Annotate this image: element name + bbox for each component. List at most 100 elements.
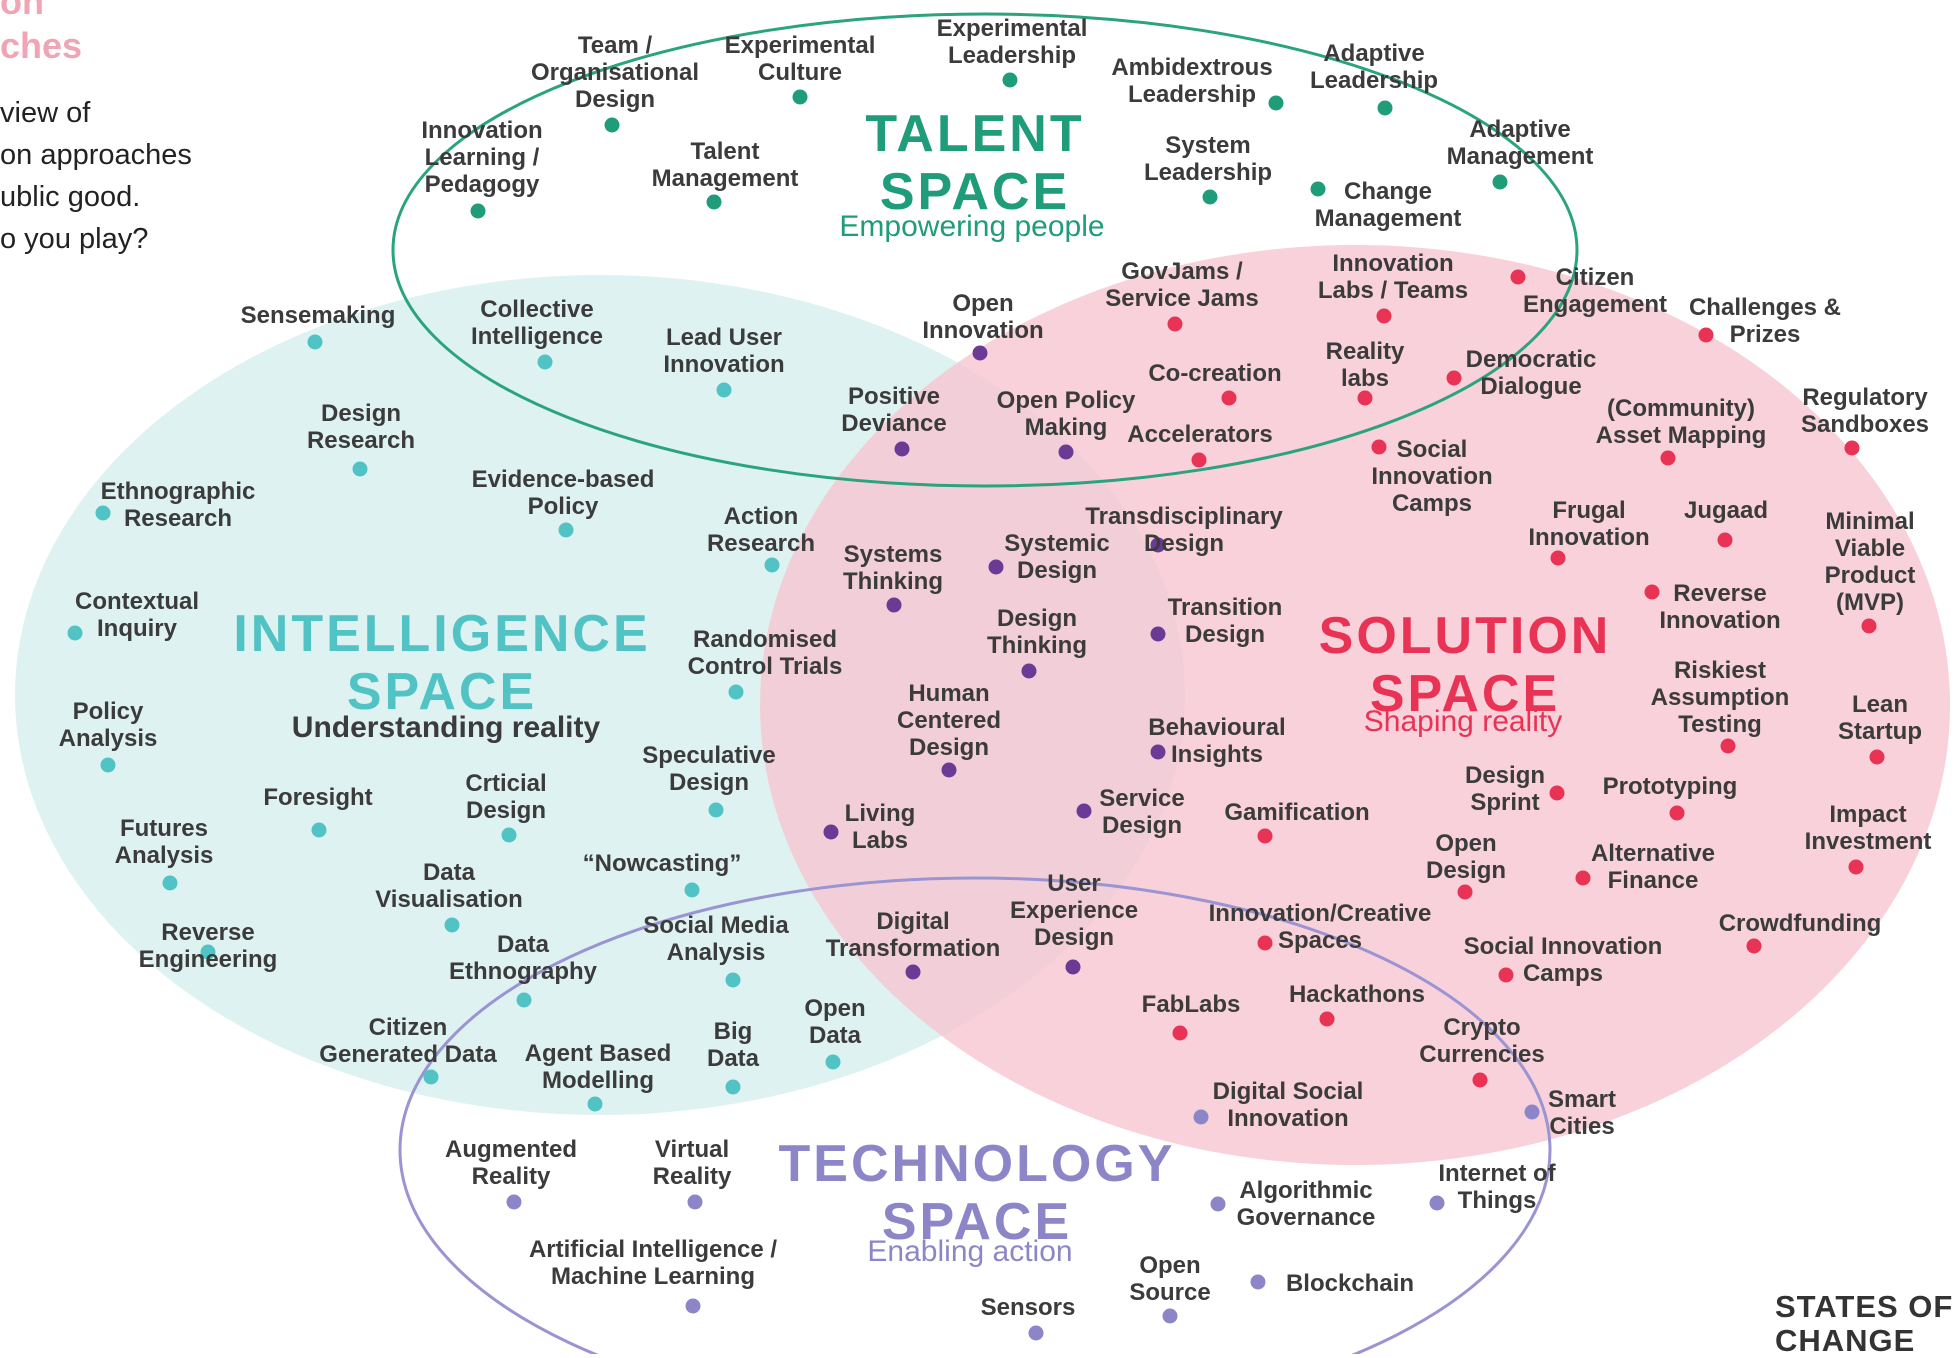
open-data-dot [825, 1054, 841, 1070]
label-line: Open [1139, 1252, 1201, 1279]
design-thinking-dot [1021, 663, 1037, 679]
service-design-dot [1076, 803, 1092, 819]
label-line: Speculative [642, 742, 776, 769]
label-line: Agent Based [524, 1040, 672, 1067]
label-line: Viable [1834, 535, 1906, 562]
social-innovation-camps-dot [1498, 967, 1514, 983]
jugaad-dot [1717, 532, 1733, 548]
alternative-finance-dot [1575, 870, 1591, 886]
label-line: Centered [896, 707, 1002, 734]
label-line: (Community) [1607, 395, 1755, 422]
label-line: Making [1024, 414, 1108, 441]
lead-user-innovation-dot [716, 382, 732, 398]
label-line: Labs [851, 827, 909, 854]
label-line: Spaces [1277, 927, 1363, 954]
label-line: Research [706, 530, 816, 557]
accelerators-dot [1191, 452, 1207, 468]
community-asset-mapping-label: (Community)Asset Mapping [1596, 395, 1767, 449]
label-line: Transformation [825, 935, 1001, 962]
label-line: Sprint [1470, 789, 1540, 816]
co-creation-label: Co-creation [1148, 360, 1281, 387]
adaptive-leadership-dot [1377, 100, 1393, 116]
label-line: Social [1396, 436, 1468, 463]
label-line: Experience [1009, 897, 1139, 924]
label-line: Reality [652, 1163, 732, 1190]
label-line: Assumption [1650, 684, 1790, 711]
label-line: Sandboxes [1800, 411, 1930, 438]
intelligence-space-subtitle: Understanding reality [291, 711, 601, 744]
label-line: Leadership [1127, 81, 1257, 108]
label-line: Innovation [1332, 250, 1454, 277]
sensors-dot [1028, 1325, 1044, 1341]
label-line: Design [465, 797, 546, 824]
social-media-analysis-dot [725, 972, 741, 988]
label-line: Culture [757, 59, 842, 86]
challenges-prizes-dot [1698, 327, 1714, 343]
label-line: Accelerators [1127, 421, 1273, 448]
label-line: Analysis [58, 725, 158, 752]
label-line: Design [1016, 557, 1097, 584]
label-line: System [1165, 132, 1251, 159]
systemic-design-dot [988, 559, 1004, 575]
label-line: Design [668, 769, 749, 796]
accelerators-label: Accelerators [1127, 421, 1272, 448]
label-line: Leadership [1309, 67, 1439, 94]
impact-investment-dot [1848, 859, 1864, 875]
challenges-prizes-label: Challenges &Prizes [1689, 294, 1841, 348]
label-line: Reverse [161, 919, 255, 946]
label-line: Change [1343, 178, 1433, 205]
label-line: Currencies [1419, 1041, 1545, 1068]
label-line: Pedagogy [424, 171, 540, 198]
label-line: Augmented [445, 1136, 577, 1163]
label-line: Startup [1838, 718, 1922, 745]
label-line: Frugal [1552, 497, 1626, 524]
label-line: Sensors [980, 1294, 1076, 1321]
technology-space-subtitle: Enabling action [867, 1235, 1073, 1268]
label-line: Design [320, 400, 402, 427]
sensors-label: Sensors [981, 1294, 1076, 1321]
label-line: Innovation [421, 117, 543, 144]
label-line: Design [1101, 812, 1182, 839]
design-sprint-dot [1549, 785, 1565, 801]
label-line: User [1047, 870, 1101, 897]
logo-line: STATES OF [1775, 1289, 1954, 1324]
minimal-viable-product-mvp-dot [1861, 618, 1877, 634]
internet-of-things-dot [1429, 1195, 1445, 1211]
label-line: Design [1143, 530, 1225, 557]
label-line: Reverse [1673, 580, 1767, 607]
ethnographic-research-dot [95, 505, 111, 521]
label-line: Inquiry [96, 615, 178, 642]
label-line: Source [1129, 1279, 1211, 1306]
title-line: SPACE [346, 663, 538, 721]
label-line: Policy [72, 698, 144, 725]
title-line: TECHNOLOGY [778, 1135, 1176, 1193]
label-line: Cities [1549, 1113, 1615, 1140]
innovation-learning-pedagogy-dot [470, 203, 486, 219]
reality-labs-dot [1357, 390, 1373, 406]
jugaad-label: Jugaad [1684, 497, 1768, 524]
speculative-design-dot [708, 802, 724, 818]
label-line: Living [844, 800, 916, 827]
